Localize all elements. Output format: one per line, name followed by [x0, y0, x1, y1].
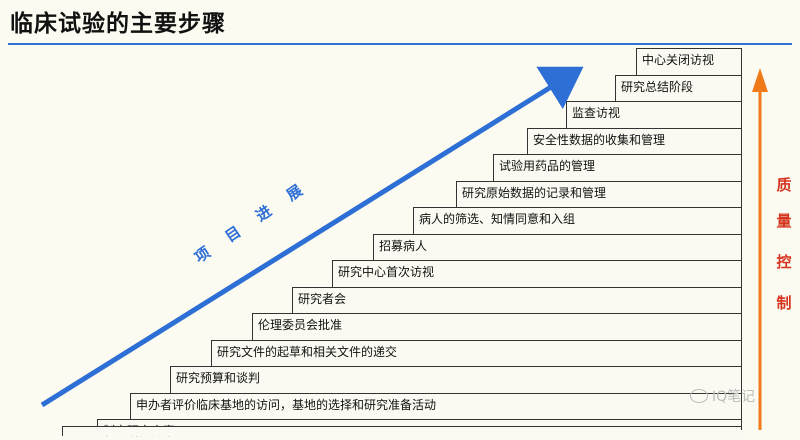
quality-char: 量: [776, 212, 792, 230]
quality-char: 控: [776, 253, 792, 271]
step-label: 研究者会: [298, 291, 347, 306]
step-label: 招募病人: [379, 238, 428, 253]
step-label: 伦理委员会批准: [258, 318, 343, 332]
step-label: 中心关闭访视: [642, 53, 715, 67]
step-label: 申办者评价临床基地的访问，基地的选择和研究准备活动: [136, 397, 437, 412]
step-label: 安全性数据的收集和管理: [533, 132, 666, 147]
watermark-text: IQ笔记: [712, 389, 756, 405]
quality-char: 质: [776, 176, 792, 194]
quality-char: 制: [776, 294, 792, 312]
step-label: 试验用药品的管理: [499, 159, 596, 173]
step-label: 监查访视: [572, 106, 621, 120]
staircase-right-edge: [741, 48, 742, 430]
quality-arrow: [752, 68, 768, 430]
arrows-layer: [40, 66, 768, 430]
page-title: 临床试验的主要步骤: [10, 11, 226, 37]
progress-arrow: [40, 66, 584, 408]
step-label: 研究文件的起草和相关文件的递交: [217, 344, 398, 359]
wechat-icon: [690, 389, 708, 403]
step-label: 研究总结阶段: [621, 79, 694, 94]
step-label: 研究中心首次访视: [338, 265, 435, 279]
title-underline: [8, 43, 792, 45]
watermark: IQ笔记: [690, 386, 755, 406]
step-label: 病人的筛选、知情同意和入组: [419, 212, 576, 226]
staircase-diagram: 中心关闭访视研究总结阶段监查访视安全性数据的收集和管理试验用药品的管理研究原始数…: [62, 48, 741, 438]
step-label: 研究原始数据的记录和管理: [462, 185, 607, 200]
step-label: 研究预算和谈判: [176, 371, 261, 385]
